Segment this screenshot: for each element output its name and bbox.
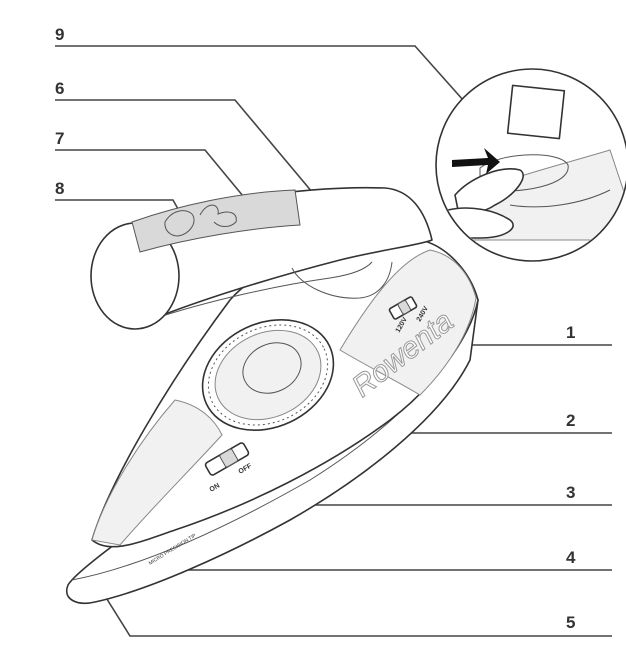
steam-icon (199, 204, 237, 227)
steam-button-outline (164, 210, 195, 237)
leader-7 (55, 149, 244, 197)
push-arrow-icon (452, 148, 500, 174)
detail-inset (435, 68, 626, 262)
handle-grip (131, 189, 301, 253)
temperature-dial[interactable] (184, 299, 351, 451)
leader-5 (94, 579, 612, 637)
detail-block (506, 84, 566, 140)
voltage-knob (397, 300, 411, 315)
dial-face (214, 329, 322, 421)
leader-9 (55, 45, 489, 129)
nose-face (91, 399, 223, 546)
side-cover (339, 249, 477, 396)
detail-rail (509, 189, 611, 208)
iron: ON OFF 120V 240V Rowenta MICRO PRECISION… (65, 237, 479, 604)
dial-ticks (207, 324, 329, 426)
handle-strut (291, 261, 393, 299)
switch-on-label: ON (209, 482, 222, 493)
dial-center (242, 342, 302, 394)
callout-7: 7 (55, 129, 64, 148)
leader-6 (55, 99, 324, 206)
callout-3: 3 (566, 483, 575, 502)
handle (90, 186, 433, 330)
handle-underside (149, 261, 373, 321)
callout-2: 2 (566, 411, 575, 430)
callout-9: 9 (55, 25, 64, 44)
steam-button[interactable] (164, 204, 237, 237)
on-off-switch[interactable]: ON OFF (204, 442, 254, 494)
callout-numbers: 9 6 7 8 1 2 3 4 5 (55, 25, 576, 632)
switch-knob (219, 448, 239, 468)
callout-5: 5 (566, 613, 575, 632)
callout-6: 6 (55, 79, 64, 98)
callout-4: 4 (566, 548, 576, 567)
callout-1: 1 (566, 323, 575, 342)
callout-8: 8 (55, 179, 64, 198)
